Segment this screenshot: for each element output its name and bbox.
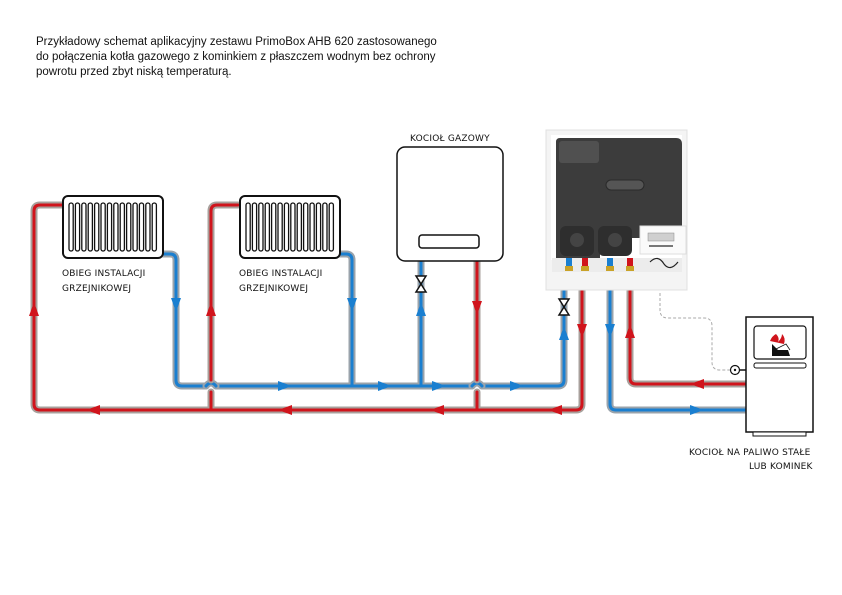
- solid-fuel-boiler: KOCIOŁ NA PALIWO STAŁE LUB KOMINEK: [689, 316, 814, 472]
- fire-icon: [770, 334, 791, 356]
- radiator-fin: [119, 202, 126, 252]
- radiator-fin: [270, 202, 277, 252]
- radiator-fin: [328, 202, 335, 252]
- radiator-1: OBIEG INSTALACJI GRZEJNIKOWEJ: [62, 195, 164, 294]
- gas-boiler-label: KOCIOŁ GAZOWY: [410, 134, 490, 144]
- solid-boiler-label-line-2: LUB KOMINEK: [749, 462, 814, 472]
- pump-icon: [560, 226, 594, 256]
- radiator-fin: [113, 202, 119, 252]
- radiator-1-label-line-1: OBIEG INSTALACJI: [62, 269, 146, 279]
- radiator-fin: [93, 202, 100, 252]
- caption-line-3: powrotu przed zbyt niską temperaturą.: [36, 66, 232, 78]
- return-pipes: [159, 250, 750, 414]
- arrow-return-right: [510, 381, 524, 391]
- arrow-supply-left: [548, 405, 562, 415]
- radiator-2-label-line-1: OBIEG INSTALACJI: [239, 269, 323, 279]
- radiator-fin: [251, 202, 258, 252]
- radiator-fin: [290, 202, 296, 252]
- radiator-fin: [87, 202, 94, 252]
- arrow-supply-left: [430, 405, 444, 415]
- radiator-fin: [322, 202, 328, 252]
- sensor-cable: [659, 293, 730, 371]
- arrow-return-up: [559, 326, 569, 340]
- temperature-sensor-icon: [729, 364, 746, 376]
- radiator-fin: [296, 202, 303, 252]
- caption-line-1: Przykładowy schemat aplikacyjny zestawu …: [36, 36, 437, 48]
- controller-display: [639, 225, 687, 255]
- radiator-fin: [68, 202, 74, 252]
- arrow-supply-up: [29, 302, 39, 316]
- radiator-fin: [309, 202, 315, 252]
- flow-arrows: [29, 298, 704, 415]
- radiator-fin: [302, 202, 309, 252]
- pump-icon: [598, 226, 632, 256]
- arrow-supply-left: [278, 405, 292, 415]
- diagram-caption: Przykładowy schemat aplikacyjny zestawu …: [36, 35, 437, 80]
- radiator-fin: [81, 202, 87, 252]
- caption-line-2: do połączenia kotła gazowego z kominkiem…: [36, 51, 436, 63]
- radiator-2-label-line-2: GRZEJNIKOWEJ: [239, 284, 308, 294]
- supply-pipes: [30, 201, 750, 414]
- radiator-fin: [315, 202, 322, 252]
- radiator-fin: [106, 202, 113, 252]
- arrow-return-right: [378, 381, 392, 391]
- valve-gas-boiler: [414, 275, 428, 293]
- arrow-return-right: [432, 381, 446, 391]
- arrow-supply-up: [206, 302, 216, 316]
- radiator-fin: [125, 202, 132, 252]
- arrow-return-down: [171, 298, 181, 312]
- radiator-fin: [132, 202, 138, 252]
- radiator-2: OBIEG INSTALACJI GRZEJNIKOWEJ: [239, 195, 341, 294]
- arrow-return-up: [416, 302, 426, 316]
- arrow-supply-down: [472, 301, 482, 315]
- radiator-fins: [68, 202, 158, 252]
- radiator-fin: [245, 202, 251, 252]
- arrow-supply-left: [690, 379, 704, 389]
- radiator-fin: [145, 202, 151, 252]
- arrow-supply-left: [86, 405, 100, 415]
- radiator-fin: [283, 202, 290, 252]
- arrow-supply-up: [625, 324, 635, 338]
- radiator-1-label-line-2: GRZEJNIKOWEJ: [62, 284, 131, 294]
- arrow-return-down: [347, 298, 357, 312]
- arrow-supply-down: [577, 324, 587, 338]
- valve-primobox: [557, 298, 571, 316]
- radiator-fin: [151, 202, 158, 252]
- radiator-fins: [245, 202, 335, 252]
- radiator-fin: [138, 202, 145, 252]
- radiator-fin: [100, 202, 106, 252]
- solid-boiler-label-line-1: KOCIOŁ NA PALIWO STAŁE: [689, 448, 811, 458]
- arrow-return-right: [690, 405, 704, 415]
- radiator-fin: [277, 202, 283, 252]
- radiator-fin: [264, 202, 271, 252]
- arrow-return-right: [278, 381, 292, 391]
- arrow-return-down: [605, 324, 615, 338]
- gas-boiler: KOCIOŁ GAZOWY: [396, 134, 504, 262]
- radiator-fin: [258, 202, 264, 252]
- primobox-unit: [545, 129, 688, 291]
- radiator-fin: [74, 202, 81, 252]
